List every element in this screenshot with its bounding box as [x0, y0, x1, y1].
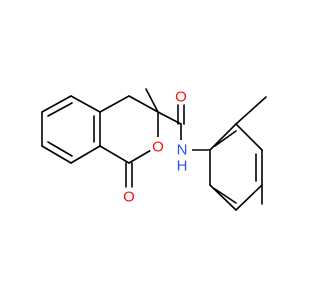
bond-c3-amide-carbon [157, 111, 182, 125]
amide-hydrogen-atom: H [173, 157, 191, 175]
bond-aryl-methyl-top [235, 96, 267, 125]
bond-aryl-inner-3 [214, 188, 237, 204]
amide-nitrogen-backdrop [172, 140, 192, 160]
bond-aryl-4 [235, 184, 263, 211]
amide-carbonyl-oxygen-atom: O [172, 87, 190, 106]
amide-nitrogen-label: N [177, 142, 188, 159]
bond-c4-c3 [128, 95, 159, 113]
bond-benzo-inner-1 [47, 102, 73, 117]
bond-aryl-5 [209, 184, 237, 211]
bond-benzo-2 [41, 95, 72, 113]
bond-benzo-5 [70, 145, 101, 164]
lactone-carbonyl-oxygen-backdrop [120, 187, 138, 205]
amide-carbonyl-oxygen-label: O [175, 89, 187, 106]
ring-oxygen-backdrop [149, 137, 167, 155]
amide-carbonyl-oxygen-backdrop [172, 87, 190, 105]
bond-aryl-2 [235, 123, 263, 151]
bond-benzo-inner-2 [47, 141, 73, 157]
amide-hydrogen-backdrop [173, 157, 191, 175]
structure-canvas: O O O N H [41, 87, 267, 211]
amide-hydrogen-label: H [177, 158, 188, 175]
bond-aryl-inner-1 [214, 130, 237, 147]
bond-c4a-c4 [99, 95, 130, 113]
bond-aryl-1 [209, 123, 237, 151]
amide-nitrogen-atom: N [172, 140, 192, 160]
bond-benzo-1 [70, 95, 101, 113]
ring-oxygen-atom: O [149, 137, 167, 156]
bond-c1-c8a [99, 145, 130, 164]
lactone-carbonyl-oxygen-atom: O [120, 187, 138, 206]
bond-benzo-4 [41, 145, 72, 164]
molecule-structure-drawing: O O O N H [41, 87, 267, 211]
ring-oxygen-label: O [152, 139, 164, 156]
lactone-carbonyl-oxygen-label: O [123, 189, 135, 206]
bond-c3-methyl [145, 88, 159, 113]
